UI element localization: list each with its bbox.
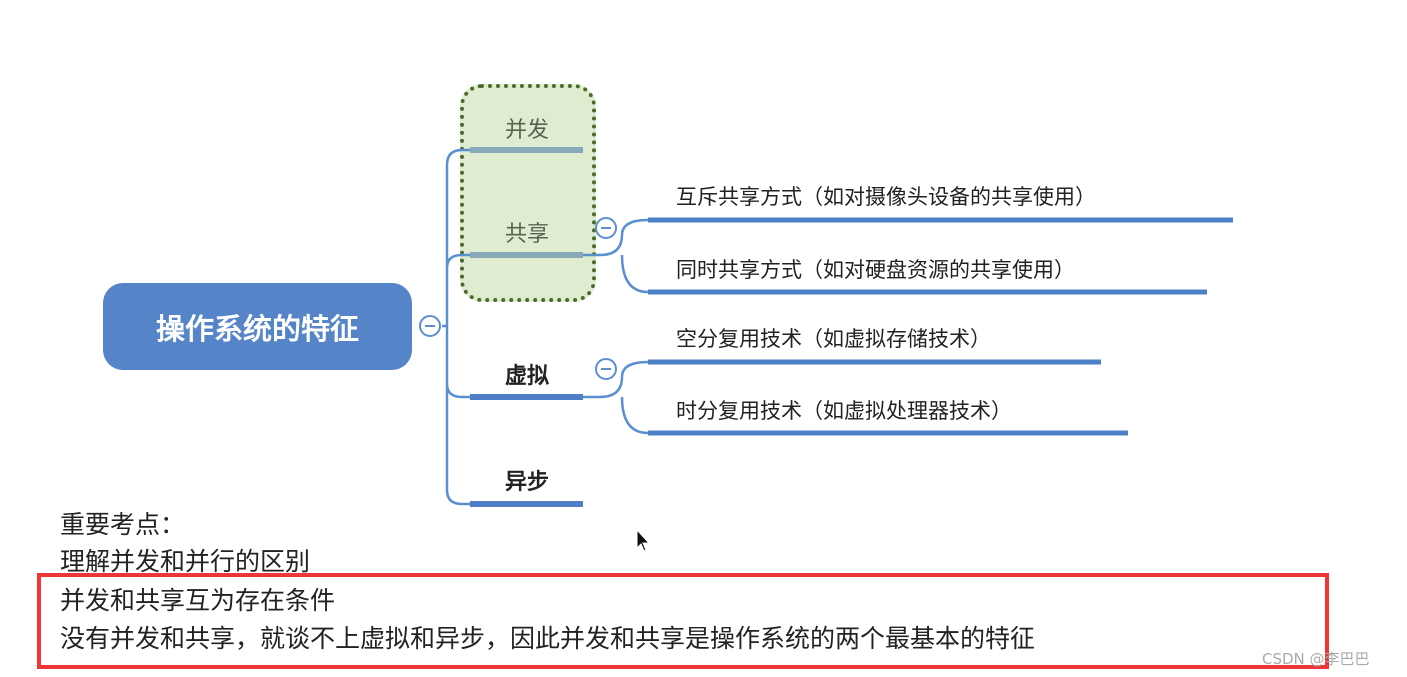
leaf-simultaneous-share[interactable]: 同时共享方式（如对硬盘资源的共享使用） [676, 258, 1075, 282]
root-node[interactable]: 操作系统的特征 [103, 283, 412, 370]
note-line: 没有并发和共享，就谈不上虚拟和异步，因此并发和共享是操作系统的两个最基本的特征 [60, 624, 1036, 653]
highlight-red-box [37, 573, 1329, 669]
trunk-connector [442, 148, 470, 506]
leaf-space-multiplexing[interactable]: 空分复用技术（如虚拟存储技术） [676, 327, 991, 351]
leaf-time-multiplexing[interactable]: 时分复用技术（如虚拟处理器技术） [676, 399, 1012, 423]
watermark: CSDN @李巴巴 [1262, 650, 1370, 668]
notes-title: 重要考点： [60, 510, 186, 539]
note-line: 理解并发和并行的区别 [60, 547, 311, 576]
leaf-mutex-share[interactable]: 互斥共享方式（如对摄像头设备的共享使用） [676, 185, 1096, 209]
branch-async[interactable]: 异步 [504, 470, 549, 495]
mouse-cursor-icon [636, 528, 651, 552]
highlight-box [460, 84, 596, 302]
collapse-icon [419, 217, 617, 380]
branch-concurrency[interactable]: 并发 [504, 118, 549, 143]
share-connector [583, 218, 649, 294]
note-line: 并发和共享互为存在条件 [60, 586, 336, 615]
branch-virtual[interactable]: 虚拟 [504, 364, 549, 389]
branch-share[interactable]: 共享 [504, 222, 549, 247]
virtual-connector [583, 360, 649, 435]
root-label: 操作系统的特征 [155, 311, 359, 346]
